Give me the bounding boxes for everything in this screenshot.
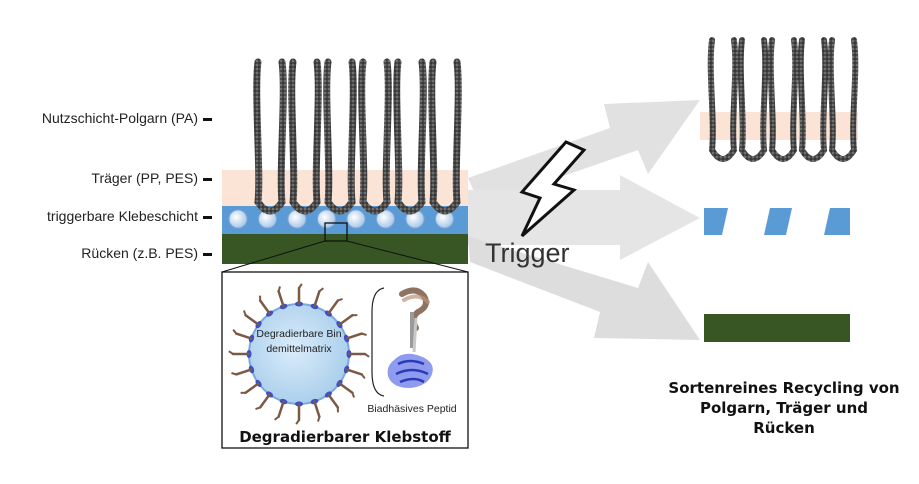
trigger-label: Trigger [485, 238, 570, 268]
adhesive-label-row: triggerbare Klebeschicht [0, 206, 212, 226]
peptide-structure-icon [387, 287, 433, 388]
peptide-molecule [242, 310, 262, 329]
peptide-molecule [228, 350, 252, 358]
yarn-loop [358, 58, 392, 215]
peptide-molecule [277, 286, 288, 310]
peptide-molecule [232, 329, 255, 343]
zoom-line-right [346, 240, 469, 273]
adhesive-label-tick [203, 216, 212, 219]
yarn-loop [767, 37, 799, 162]
yarn-loop [288, 58, 322, 215]
peptide-molecule [324, 297, 343, 317]
adhesive-beads [228, 209, 454, 229]
textile-cross-section [221, 58, 469, 273]
peptide-molecule [336, 379, 356, 398]
peptide-molecule [295, 283, 303, 307]
separated-pile-yarns [707, 37, 859, 162]
peptide-molecule [231, 365, 255, 376]
yarn-loop [393, 58, 427, 215]
adhesive-layer-label: triggerbare Klebeschicht [47, 208, 198, 224]
backing-label-tick [203, 253, 212, 256]
arrow-to-backing [468, 236, 700, 340]
peptide-molecule [343, 332, 367, 343]
lightning-bolt-icon [519, 140, 587, 238]
peptide-label: Biadhäsives Peptid [367, 403, 457, 415]
pile-layer-label: Nutzschicht-Polgarn (PA) [41, 110, 198, 126]
binder-matrix-label: Degradierbare Bindemittelmatrix [256, 328, 342, 355]
adhesive-bead [317, 209, 336, 229]
peptide-molecule [310, 398, 321, 422]
peptide-molecule [336, 313, 358, 329]
magnifier-outline-icon [324, 222, 348, 242]
peptide-molecule [258, 295, 274, 317]
carrier-layer [222, 170, 468, 206]
separated-backing [704, 314, 850, 342]
arrow-to-pile [468, 100, 700, 205]
peptide-molecule [274, 398, 288, 421]
separated-adhesive-pieces [704, 208, 850, 235]
pile-yarns [253, 58, 462, 215]
yarn-loop [827, 37, 859, 162]
recycling-result-label: Sortenreines Recycling von Polgarn, Träg… [668, 379, 900, 437]
carrier-label-row: Träger (PP, PES) [0, 168, 212, 188]
pile-label-tick [203, 118, 212, 121]
inset-title: Degradierbarer Klebstoff [239, 428, 451, 446]
yarn-loop [323, 58, 357, 215]
carrier-layer-label: Träger (PP, PES) [91, 170, 198, 186]
yarn-loop [428, 58, 462, 215]
adhesive-inset [221, 271, 469, 449]
adhesive-bead [228, 209, 248, 229]
separated-components [700, 37, 859, 342]
peptide-molecule [240, 379, 262, 395]
peptide-molecule [295, 401, 303, 425]
carrier-label-tick [203, 178, 212, 181]
yarn-loop [737, 37, 769, 162]
peptide-molecule [324, 391, 340, 413]
peptide-molecule [255, 391, 274, 411]
yarn-loop [707, 37, 739, 162]
zoom-line-left [221, 240, 326, 273]
yarn-loop [797, 37, 829, 162]
arrow-to-carrier [468, 175, 700, 260]
adhesive-bead [376, 209, 395, 229]
backing-layer [222, 234, 468, 264]
bracket-icon [371, 287, 385, 397]
yarn-loop [253, 58, 287, 215]
split-arrows-icon [468, 100, 700, 340]
peptide-molecule [346, 350, 370, 358]
pile-label-row: Nutzschicht-Polgarn (PA) [0, 108, 212, 128]
peptide-ring [228, 283, 370, 425]
adhesive-bead [346, 209, 366, 229]
backing-layer-label: Rücken (z.B. PES) [81, 245, 198, 261]
backing-label-row: Rücken (z.B. PES) [0, 243, 212, 263]
peptide-molecule [343, 365, 366, 379]
peptide-molecule [310, 287, 324, 310]
